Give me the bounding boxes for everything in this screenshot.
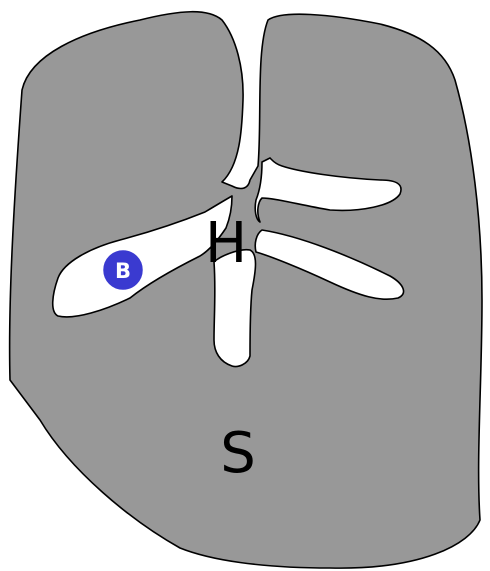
label-h: H [205, 211, 247, 276]
marker-b-label: B [115, 259, 131, 283]
marker-b[interactable]: B [102, 249, 144, 291]
label-s: S [220, 421, 256, 486]
